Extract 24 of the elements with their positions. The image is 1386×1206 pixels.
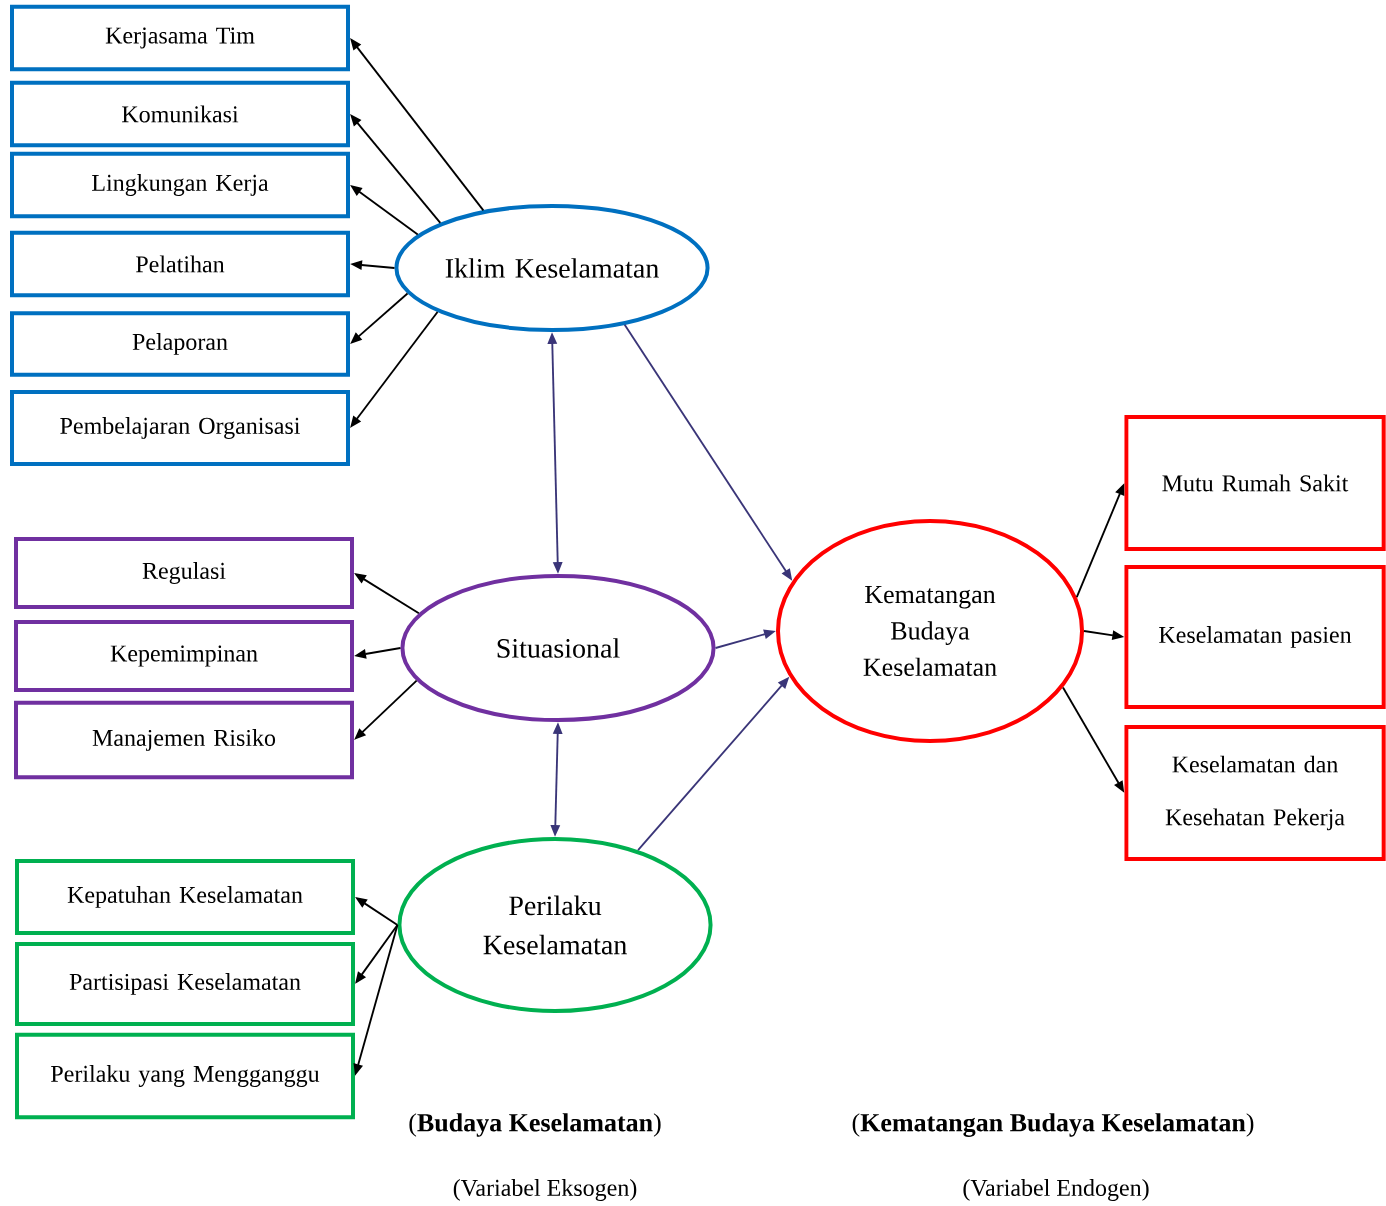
- indicator-box: Lingkungan Kerja: [10, 151, 350, 219]
- indicator-box: Pelaporan: [10, 311, 350, 377]
- indicator-box: Kepemimpinan: [14, 620, 354, 692]
- indicator-box: Manajemen Risiko: [14, 700, 354, 780]
- indicator-box: Partisipasi Keselamatan: [15, 942, 355, 1026]
- group-label: (Variabel Endogen): [963, 1179, 1149, 1201]
- ellipse-node: Situasional: [400, 574, 716, 722]
- indicator-box: Komunikasi: [10, 80, 350, 148]
- indicator-box: Regulasi: [14, 537, 354, 609]
- indicator-box: Kepatuhan Keselamatan: [15, 859, 355, 935]
- ellipse-node: Kematangan Budaya Keselamatan: [776, 519, 1084, 743]
- group-label: (Variabel Eksogen): [453, 1179, 637, 1201]
- group-label: (Kematangan Budaya Keselamatan): [852, 1113, 1254, 1137]
- indicator-box: Keselamatan dan Kesehatan Pekerja: [1124, 725, 1386, 861]
- group-label: (Budaya Keselamatan): [409, 1113, 661, 1137]
- indicator-box: Pelatihan: [10, 230, 350, 298]
- ellipse-node: Iklim Keselamatan: [394, 204, 710, 332]
- indicator-box: Perilaku yang Mengganggu: [15, 1032, 355, 1120]
- indicator-box: Kerjasama Tim: [10, 4, 350, 72]
- indicator-box: Mutu Rumah Sakit: [1124, 415, 1386, 551]
- arrow: [354, 679, 418, 740]
- indicator-box: Keselamatan pasien: [1124, 565, 1386, 709]
- ellipse-node: Perilaku Keselamatan: [397, 837, 713, 1013]
- indicator-box: Pembelajaran Organisasi: [10, 390, 350, 466]
